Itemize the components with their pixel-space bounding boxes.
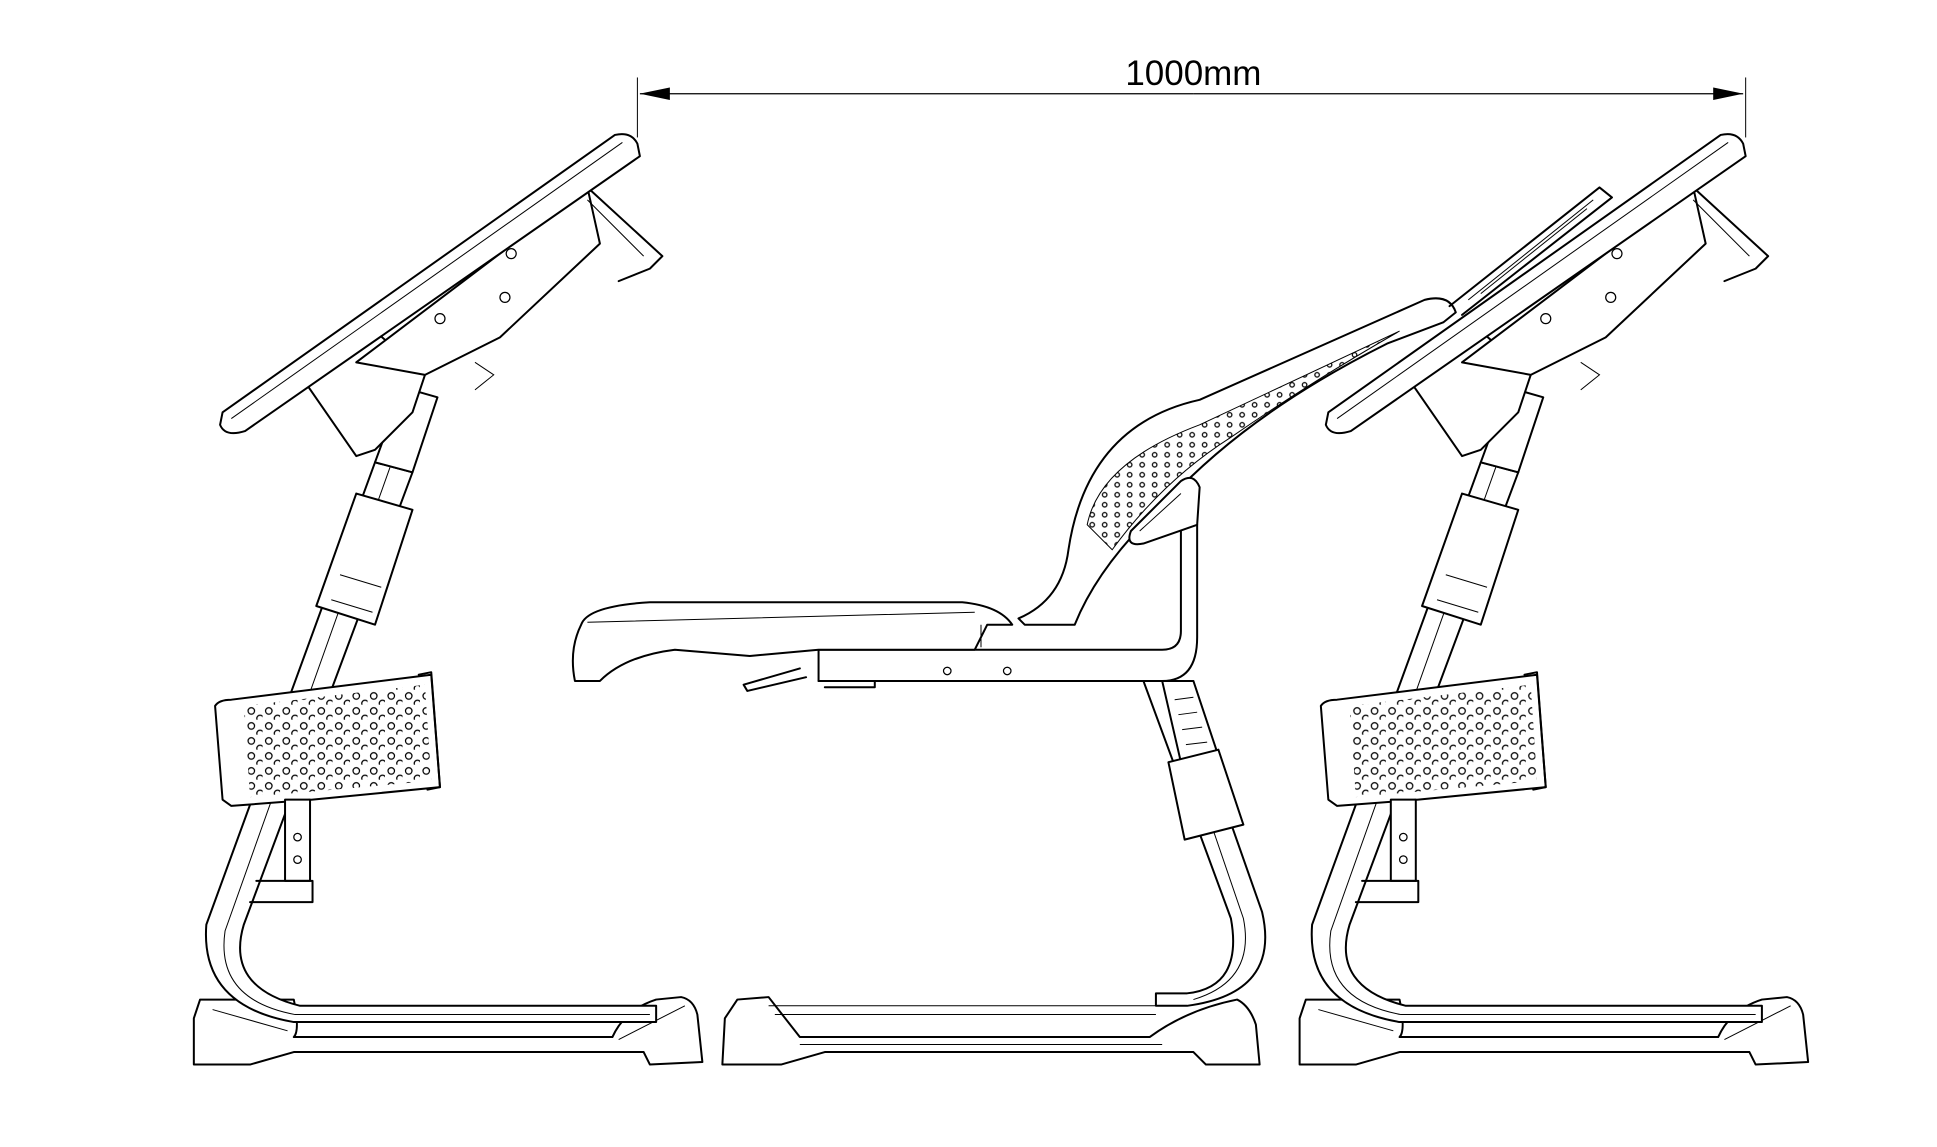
- dimension-annotation: 1000mm: [636, 54, 1747, 138]
- dimension-label: 1000mm: [1125, 54, 1261, 93]
- desk-left: [192, 133, 704, 1066]
- desk-right: [1298, 133, 1810, 1066]
- chair: [571, 186, 1613, 1066]
